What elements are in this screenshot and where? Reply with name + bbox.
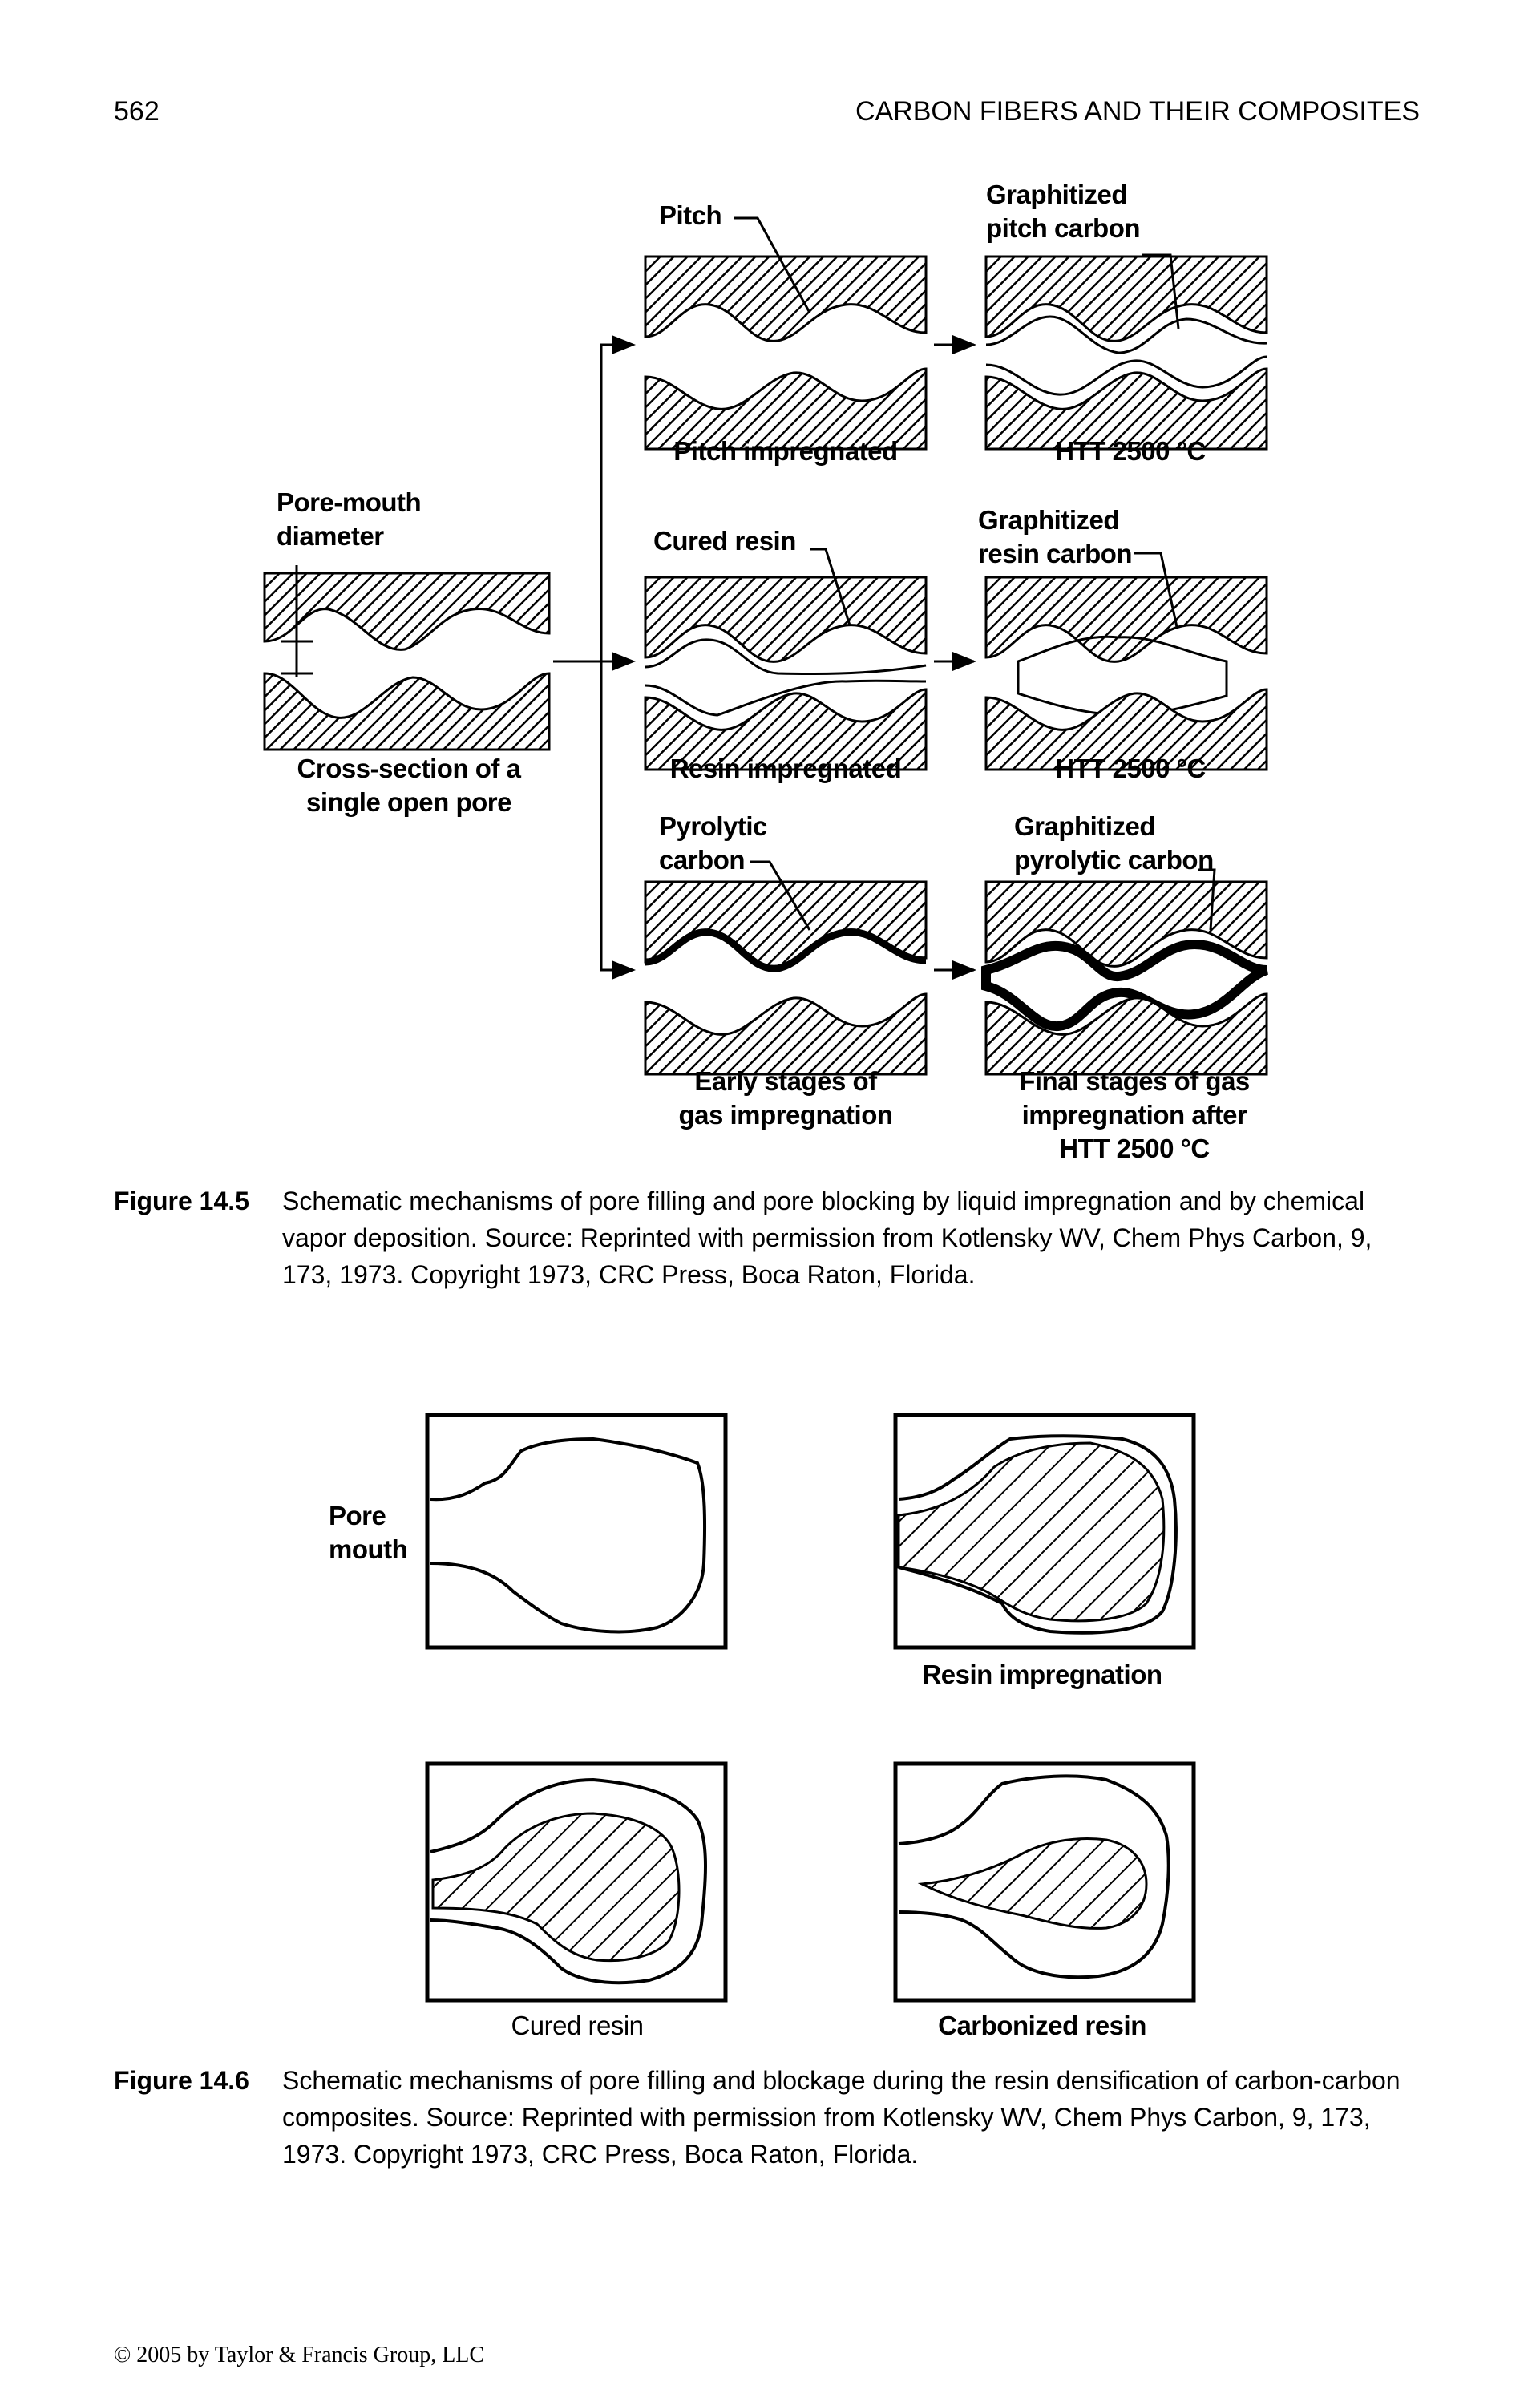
label-pyrolytic-2: carbon	[659, 845, 746, 875]
leader-lines	[734, 216, 1216, 931]
label-graphitized-pitch-1: Graphitized	[986, 180, 1128, 209]
label-graphitized-pyro-1: Graphitized	[1014, 811, 1156, 841]
pore-cross-section	[263, 565, 551, 751]
label-early-2: gas impregnation	[678, 1100, 893, 1130]
label-htt-1: HTT 2500 °C	[1055, 436, 1206, 466]
label-resin-impregnation: Resin impregnation	[922, 1659, 1162, 1689]
figure-14-5-label: Figure 14.5	[114, 1186, 249, 1215]
label-graphitized-pyro-2: pyrolytic carbon	[1014, 845, 1214, 875]
label-final-1: Final stages of gas	[1019, 1066, 1250, 1096]
label-carbonized-resin: Carbonized resin	[938, 2011, 1146, 2040]
label-final-3: HTT 2500 °C	[1059, 1134, 1210, 1163]
figure-14-5-caption-text: Schematic mechanisms of pore filling and…	[282, 1186, 1372, 1289]
label-cured-resin: Cured resin	[653, 526, 796, 556]
figure-14-6-caption-text: Schematic mechanisms of pore filling and…	[282, 2066, 1401, 2169]
label-pore-1: Pore	[329, 1501, 386, 1530]
figure-14-6-caption: Figure 14.6 Schematic mechanisms of pore…	[114, 2062, 1429, 2173]
label-pyrolytic-1: Pyrolytic	[659, 811, 767, 841]
label-pore-2: mouth	[329, 1534, 408, 1564]
label-cross-section-2: single open pore	[305, 787, 512, 817]
label-pitch-impregnated: Pitch impregnated	[673, 436, 898, 466]
page-number: 562	[114, 96, 160, 127]
label-graphitized-pitch-2: pitch carbon	[986, 213, 1141, 243]
figure-14-5-caption: Figure 14.5 Schematic mechanisms of pore…	[114, 1182, 1429, 1293]
running-title: CARBON FIBERS AND THEIR COMPOSITES	[855, 96, 1420, 127]
figure-14-6-label: Figure 14.6	[114, 2066, 249, 2095]
branch-lines	[553, 335, 976, 980]
label-graphitized-resin-1: Graphitized	[978, 505, 1120, 535]
label-resin-impregnated: Resin impregnated	[669, 754, 902, 783]
label-pitch: Pitch	[659, 200, 722, 230]
label-final-2: impregnation after	[1021, 1100, 1247, 1130]
label-early-1: Early stages of	[694, 1066, 877, 1096]
copyright-footer: © 2005 by Taylor & Francis Group, LLC	[114, 2343, 485, 2367]
label-pore-mouth-1: Pore-mouth	[277, 487, 422, 517]
label-graphitized-resin-2: resin carbon	[978, 539, 1133, 568]
label-htt-2: HTT 2500 °C	[1055, 754, 1206, 783]
label-pore-mouth-2: diameter	[277, 521, 384, 551]
label-cured-resin-14-6: Cured resin	[511, 2011, 644, 2040]
figure-14-6-diagram	[425, 1413, 1196, 2003]
label-cross-section-1: Cross-section of a	[297, 754, 521, 783]
